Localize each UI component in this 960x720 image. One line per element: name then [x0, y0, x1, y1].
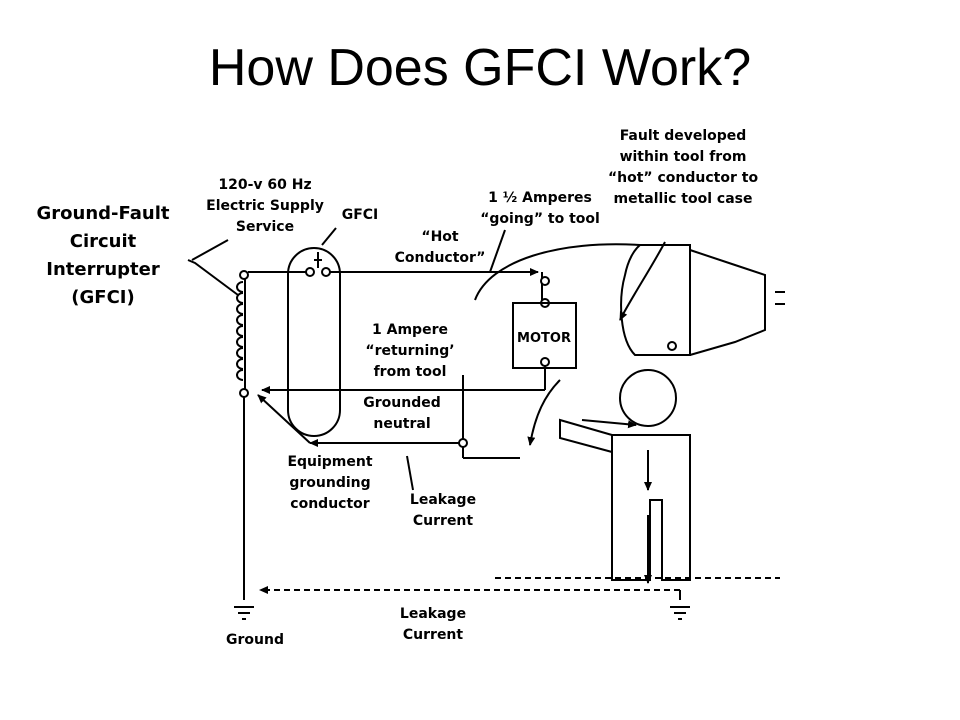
- leakage-current-lower-label: Leakage Current: [388, 604, 478, 646]
- equipment-grounding-line: Equipment: [287, 454, 373, 470]
- transformer-coil: [236, 275, 246, 395]
- equipment-grounding-line: grounding: [289, 475, 371, 491]
- ampere-returning-line: from tool: [373, 364, 447, 380]
- gfci-sensing-loop: [287, 247, 341, 437]
- person-figure: [559, 369, 691, 581]
- fault-line: Fault developed: [619, 128, 747, 144]
- motor-label: MOTOR: [517, 331, 571, 346]
- fault-label: Fault developed within tool from “hot” c…: [598, 126, 768, 210]
- hot-conductor-line: “Hot: [421, 229, 459, 245]
- leakage-upper-line: Current: [412, 513, 474, 529]
- ground-label: Ground: [226, 632, 284, 648]
- hot-conductor-label: “Hot Conductor”: [385, 227, 495, 269]
- gfci-label: GFCI: [341, 207, 379, 223]
- equipment-grounding-label: Equipment grounding conductor: [275, 452, 385, 515]
- gfci-full-line: Ground-Fault: [36, 203, 170, 224]
- gfci-full-line: Circuit: [69, 231, 137, 252]
- leakage-upper-line: Leakage: [409, 492, 477, 508]
- amperes-going-line: 1 ½ Amperes: [488, 190, 592, 206]
- fault-line: within tool from: [619, 149, 747, 165]
- fault-line: metallic tool case: [613, 191, 753, 207]
- leakage-current-upper-label: Leakage Current: [398, 490, 488, 532]
- fault-line: “hot” conductor to: [607, 170, 759, 186]
- amperes-going-line: “going” to tool: [480, 211, 600, 227]
- gfci-full-name-label: Ground-Fault Circuit Interrupter (GFCI): [18, 200, 188, 312]
- supply-line: 120-v 60 Hz: [218, 177, 312, 193]
- supply-label: 120-v 60 Hz Electric Supply Service: [200, 175, 330, 238]
- grounded-neutral-line: neutral: [373, 416, 431, 432]
- ampere-returning-label: 1 Ampere “returning’ from tool: [350, 320, 470, 383]
- leakage-lower-line: Current: [402, 627, 464, 643]
- grounded-neutral-label: Grounded neutral: [352, 393, 452, 435]
- amperes-going-label: 1 ½ Amperes “going” to tool: [470, 188, 610, 230]
- gfci-full-line: (GFCI): [71, 287, 135, 308]
- supply-line: Electric Supply: [206, 198, 324, 214]
- equipment-grounding-line: conductor: [290, 496, 370, 512]
- hot-conductor-line: Conductor”: [394, 250, 486, 266]
- gfci-full-line: Interrupter: [46, 259, 160, 280]
- page-title: How Does GFCI Work?: [208, 39, 752, 97]
- leakage-lower-line: Leakage: [399, 606, 467, 622]
- ampere-returning-line: “returning’: [365, 343, 455, 359]
- supply-line: Service: [235, 219, 295, 235]
- grounded-neutral-line: Grounded: [363, 395, 441, 411]
- ampere-returning-line: 1 Ampere: [372, 322, 448, 338]
